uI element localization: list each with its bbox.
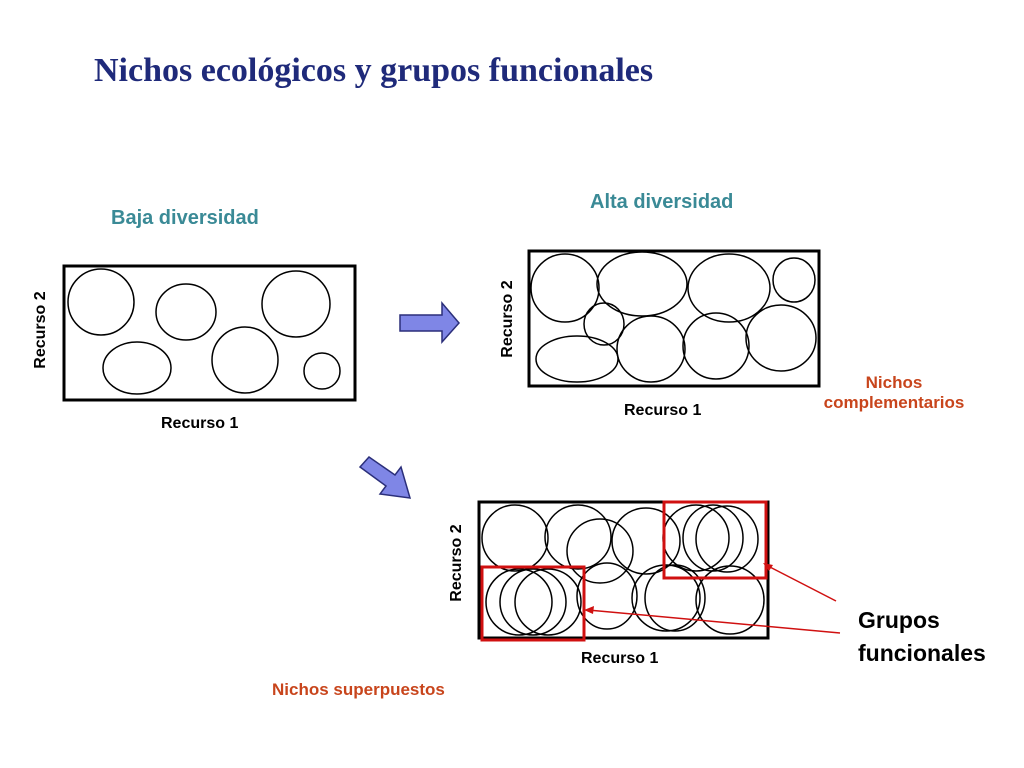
niche-circle xyxy=(682,312,750,380)
niche-circle xyxy=(583,302,625,346)
panel-high-diversity xyxy=(527,249,821,388)
overlapping-niches-label: Nichos superpuestos xyxy=(272,680,445,699)
niche-circle xyxy=(261,270,331,338)
panel-frame xyxy=(527,249,821,388)
low-x-axis-label: Recurso 1 xyxy=(161,415,239,432)
functional-group-box xyxy=(480,565,586,642)
panel-low-diversity xyxy=(62,264,357,402)
niche-circle xyxy=(102,341,172,395)
niche-circle xyxy=(530,253,600,323)
niche-circle xyxy=(644,564,706,632)
functional-groups-line2: funcionales xyxy=(858,640,986,666)
niche-circle xyxy=(303,352,341,390)
niche-circle xyxy=(611,507,681,575)
niche-circle xyxy=(211,326,279,394)
arrow-down-right-icon xyxy=(358,456,412,499)
niche-circle xyxy=(682,504,744,572)
niche-circle xyxy=(596,251,688,317)
high-diversity-label: Alta diversidad xyxy=(590,191,734,213)
complementary-line2: complementarios xyxy=(823,393,965,412)
low-y-axis-label: Recurso 2 xyxy=(32,291,49,369)
page-title: Nichos ecológicos y grupos funcionales xyxy=(94,52,654,89)
functional-groups-line1: Grupos xyxy=(858,607,940,633)
niche-circle xyxy=(566,518,634,584)
niche-circle xyxy=(155,283,217,341)
niche-circle xyxy=(695,565,765,635)
functional-group-box xyxy=(662,500,768,580)
niche-circle xyxy=(576,562,638,630)
panel-overlap xyxy=(477,500,770,642)
high-x-axis-label: Recurso 1 xyxy=(624,402,702,419)
niche-circle xyxy=(67,268,135,336)
niche-circle xyxy=(631,564,701,632)
low-diversity-label: Baja diversidad xyxy=(111,207,259,229)
niche-circle xyxy=(695,505,759,573)
niche-circle xyxy=(499,568,567,636)
niche-circle xyxy=(687,253,771,323)
panel-frame xyxy=(62,264,357,402)
niche-circle xyxy=(514,568,582,636)
complementary-line1: Nichos xyxy=(865,373,923,392)
high-y-axis-label: Recurso 2 xyxy=(499,280,516,358)
functional-groups-label: Grupos funcionales xyxy=(858,604,986,670)
niche-circle xyxy=(745,304,817,372)
pointer-line xyxy=(765,564,837,602)
niche-circle xyxy=(485,568,553,636)
niche-circle xyxy=(616,315,686,383)
niche-circle xyxy=(772,257,816,303)
pointer-arrowhead xyxy=(763,563,773,571)
functional-group-pointers xyxy=(584,563,841,634)
complementary-niches-label: Nichos complementarios xyxy=(800,373,988,413)
niche-circle xyxy=(535,335,619,383)
pointer-line xyxy=(587,609,841,634)
overlap-x-axis-label: Recurso 1 xyxy=(581,650,659,667)
pointer-arrowhead xyxy=(584,606,594,614)
overlap-y-axis-label: Recurso 2 xyxy=(448,524,465,602)
niche-circle xyxy=(481,504,549,572)
arrow-right-icon xyxy=(399,300,460,344)
niche-circle xyxy=(544,504,612,570)
panel-frame xyxy=(477,500,770,640)
